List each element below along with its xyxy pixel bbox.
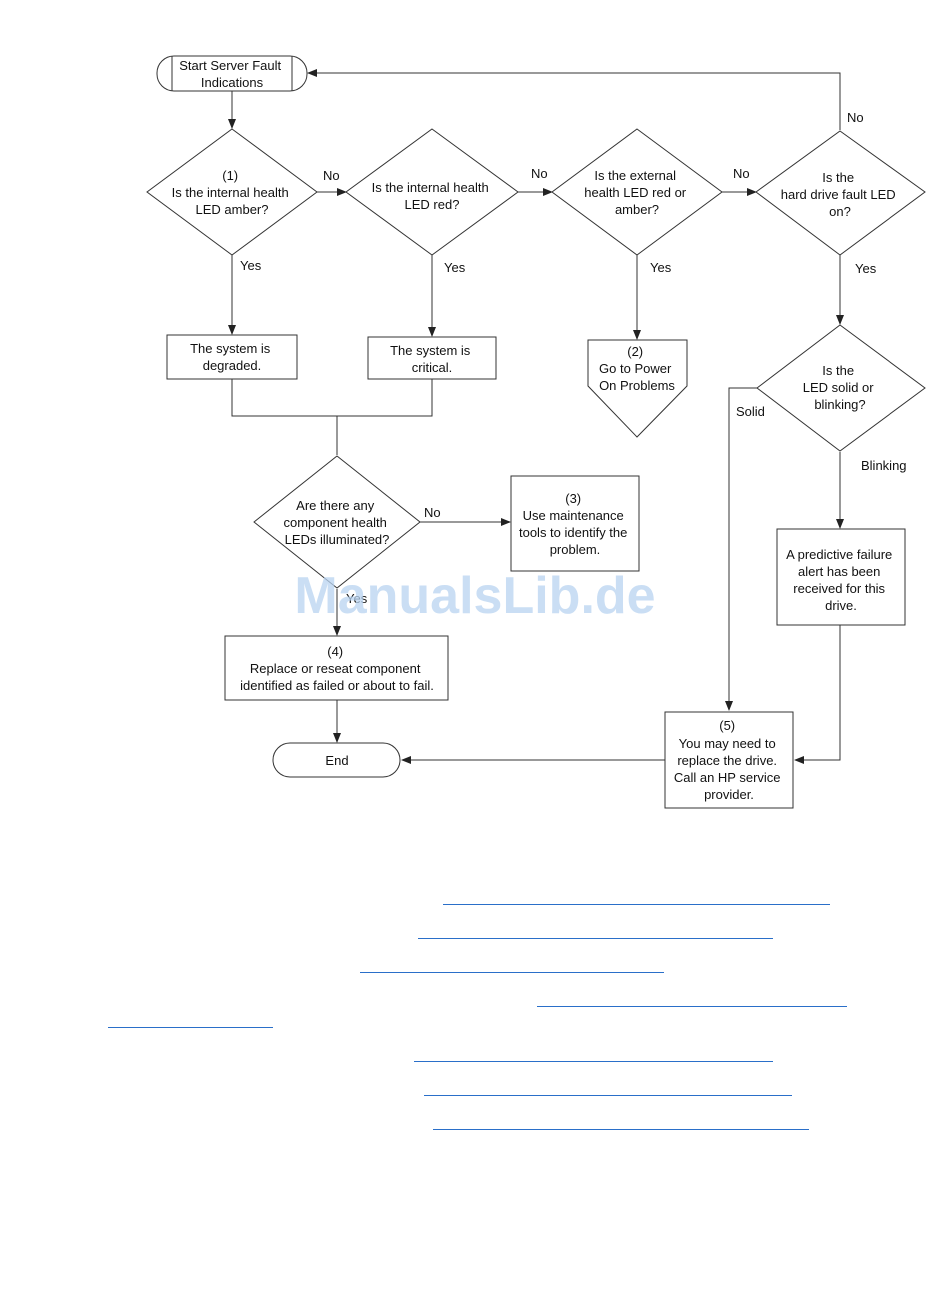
box-maintenance bbox=[510, 475, 640, 572]
component-no-label: No bbox=[424, 505, 441, 520]
end-terminal bbox=[272, 742, 401, 778]
q2-yes-label: Yes bbox=[444, 260, 466, 275]
link-underline[interactable] bbox=[424, 1095, 792, 1096]
start-label: Start Server Fault Indications bbox=[179, 58, 285, 90]
edge-labels: No No No No Yes Yes Yes Yes Solid Blinki… bbox=[240, 110, 907, 606]
q1-label: (1) Is the internal health LED amber? bbox=[172, 168, 293, 217]
offpage-power bbox=[587, 339, 688, 438]
conn-q4-start bbox=[307, 69, 841, 130]
q3-no-label: No bbox=[733, 166, 750, 181]
q3-yes-label: Yes bbox=[650, 260, 672, 275]
q1-yes-label: Yes bbox=[240, 258, 262, 273]
link-underline[interactable] bbox=[418, 938, 773, 939]
q4-no-label: No bbox=[847, 110, 864, 125]
link-underline[interactable] bbox=[537, 1006, 847, 1007]
solid-question-label: Is the LED solid or blinking? bbox=[803, 363, 877, 412]
box-critical bbox=[367, 336, 497, 380]
decision-component bbox=[253, 455, 421, 589]
link-underline[interactable] bbox=[414, 1061, 773, 1062]
decision-solid bbox=[756, 324, 926, 452]
replace-label: (4) Replace or reseat component identifi… bbox=[240, 644, 434, 693]
link-underline[interactable] bbox=[433, 1129, 809, 1130]
critical-label: The system is critical. bbox=[390, 343, 474, 375]
box-degraded bbox=[166, 334, 298, 380]
decision-q2 bbox=[345, 128, 519, 256]
box-drive bbox=[664, 711, 794, 809]
decision-q4 bbox=[755, 130, 926, 256]
conn-solid-drive bbox=[725, 387, 757, 711]
shapes bbox=[146, 55, 926, 809]
end-label: End bbox=[325, 753, 348, 768]
box-replace bbox=[224, 635, 449, 701]
power-label: (2) Go to Power On Problems bbox=[599, 344, 675, 393]
conn-predictive-drive bbox=[794, 625, 841, 764]
box-predictive bbox=[776, 528, 906, 626]
solid-label: Solid bbox=[736, 404, 765, 419]
start-terminal bbox=[156, 55, 308, 92]
maintenance-label: (3) Use maintenance tools to identify th… bbox=[519, 491, 631, 557]
conn-merge bbox=[231, 379, 433, 417]
component-yes-label: Yes bbox=[346, 591, 368, 606]
q2-label: Is the internal health LED red? bbox=[372, 180, 493, 212]
degraded-label: The system is degraded. bbox=[190, 341, 274, 373]
link-underline[interactable] bbox=[108, 1027, 273, 1028]
predictive-label: A predictive failure alert has been rece… bbox=[786, 547, 896, 613]
blinking-label: Blinking bbox=[861, 458, 907, 473]
link-underline[interactable] bbox=[360, 972, 664, 973]
q4-yes-label: Yes bbox=[855, 261, 877, 276]
decision-q3 bbox=[551, 128, 723, 256]
connectors bbox=[228, 69, 844, 764]
component-question-label: Are there any component health LEDs illu… bbox=[284, 498, 391, 547]
drive-label: (5) You may need to replace the drive. C… bbox=[674, 718, 784, 802]
q1-no-label: No bbox=[323, 168, 340, 183]
node-labels: Start Server Fault Indications (1) Is th… bbox=[172, 58, 900, 802]
q3-label: Is the external health LED red or amber? bbox=[584, 168, 690, 217]
decision-q1 bbox=[146, 128, 318, 256]
link-underline[interactable] bbox=[443, 904, 830, 905]
q4-label: Is the hard drive fault LED on? bbox=[781, 170, 900, 219]
q2-no-label: No bbox=[531, 166, 548, 181]
